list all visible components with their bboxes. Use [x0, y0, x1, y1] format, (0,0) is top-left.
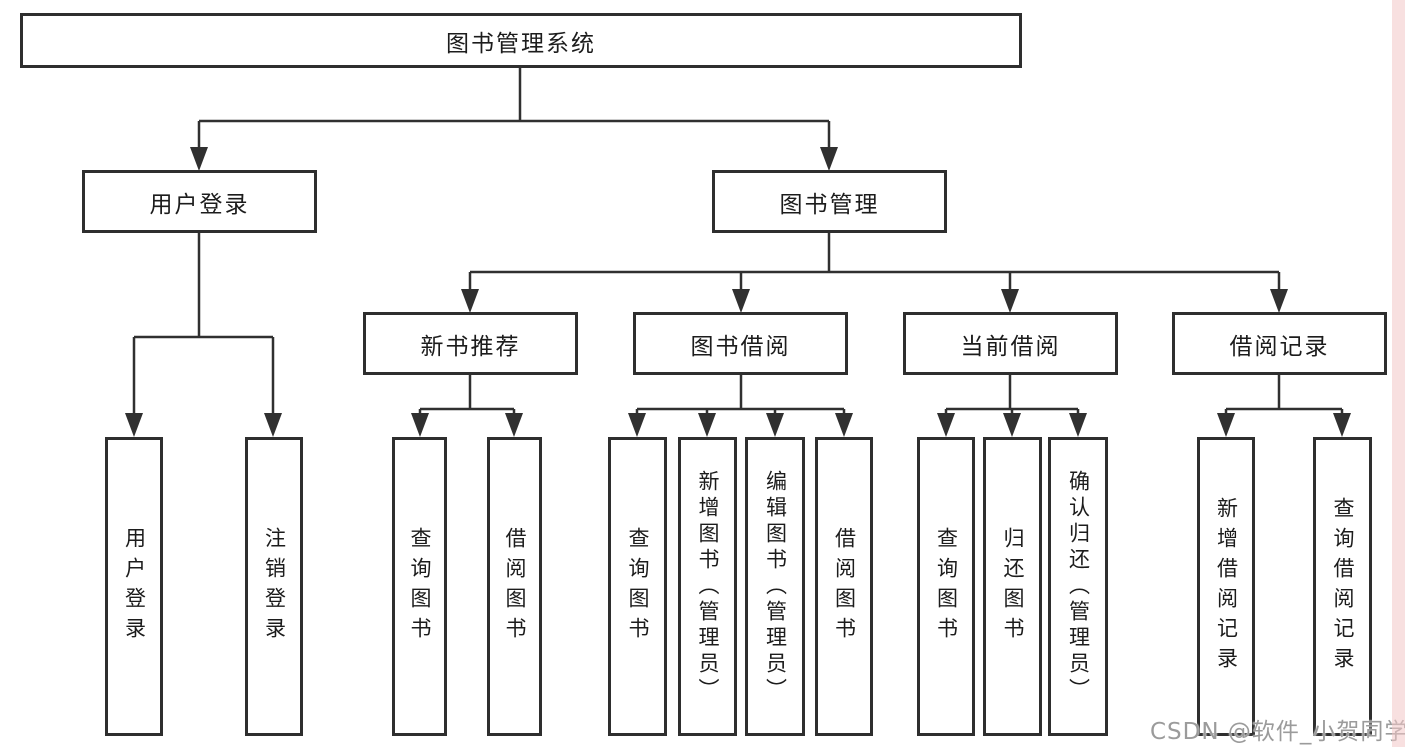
node-label: 查询图书: [408, 526, 433, 647]
node-label: 查询图书: [626, 526, 651, 647]
node-label: 确认归还（管理员）: [1066, 469, 1091, 704]
node-label: 图书管理系统: [446, 30, 596, 57]
node-new-book-recommend: 新书推荐: [363, 312, 578, 375]
connector-borrowing-to-leaves: [635, 375, 846, 417]
node-current-confirm-return-admin: 确认归还（管理员）: [1048, 437, 1108, 736]
connector-current-to-leaves: [944, 375, 1080, 417]
node-book-borrowing: 图书借阅: [633, 312, 848, 375]
node-user-login: 用户登录: [105, 437, 163, 736]
node-borrowing-query-books: 查询图书: [608, 437, 667, 736]
node-borrowing-records: 借阅记录: [1172, 312, 1387, 375]
node-label: 新书推荐: [420, 333, 521, 360]
node-recommend-query-books: 查询图书: [392, 437, 447, 736]
node-label: 借阅图书: [832, 526, 857, 647]
node-user-login-group: 用户登录: [82, 170, 317, 233]
connector-records-to-leaves: [1224, 375, 1344, 417]
node-label: 查询图书: [934, 526, 959, 647]
node-book-management-group: 图书管理: [712, 170, 947, 233]
node-current-return-books: 归还图书: [983, 437, 1042, 736]
arrowheads: [125, 147, 1351, 437]
node-borrowing-borrow-books: 借阅图书: [815, 437, 873, 736]
node-label: 注销登录: [262, 526, 287, 647]
node-label: 新增借阅记录: [1214, 496, 1239, 677]
node-label: 图书借阅: [690, 333, 791, 360]
node-label: 当前借阅: [960, 333, 1061, 360]
node-label: 用户登录: [122, 526, 147, 647]
node-label: 借阅图书: [503, 526, 528, 647]
node-label: 归还图书: [1001, 526, 1026, 647]
node-label: 借阅记录: [1229, 333, 1330, 360]
node-logout: 注销登录: [245, 437, 303, 736]
connector-recommend-to-leaves: [418, 375, 516, 417]
node-label: 用户登录: [149, 191, 250, 218]
csdn-watermark: CSDN @软件_小贺同学: [1150, 719, 1405, 745]
connector-book-mgmt-to-modules: [468, 233, 1281, 292]
node-records-add-borrow-record: 新增借阅记录: [1197, 437, 1255, 736]
connector-root-to-groups: [197, 68, 831, 150]
node-records-query-borrow-record: 查询借阅记录: [1313, 437, 1372, 736]
node-current-borrowing: 当前借阅: [903, 312, 1118, 375]
node-label: 查询借阅记录: [1331, 496, 1356, 677]
node-current-query-books: 查询图书: [917, 437, 975, 736]
node-label: 编辑图书（管理员）: [763, 469, 788, 704]
node-recommend-borrow-books: 借阅图书: [487, 437, 542, 736]
connector-user-login-to-leaves: [132, 233, 275, 417]
node-borrowing-add-books-admin: 新增图书（管理员）: [678, 437, 737, 736]
node-library-management-system: 图书管理系统: [20, 13, 1022, 68]
node-borrowing-edit-books-admin: 编辑图书（管理员）: [745, 437, 805, 736]
node-label: 新增图书（管理员）: [696, 469, 721, 704]
right-edge-stripe: [1392, 0, 1405, 747]
node-label: 图书管理: [779, 191, 880, 218]
